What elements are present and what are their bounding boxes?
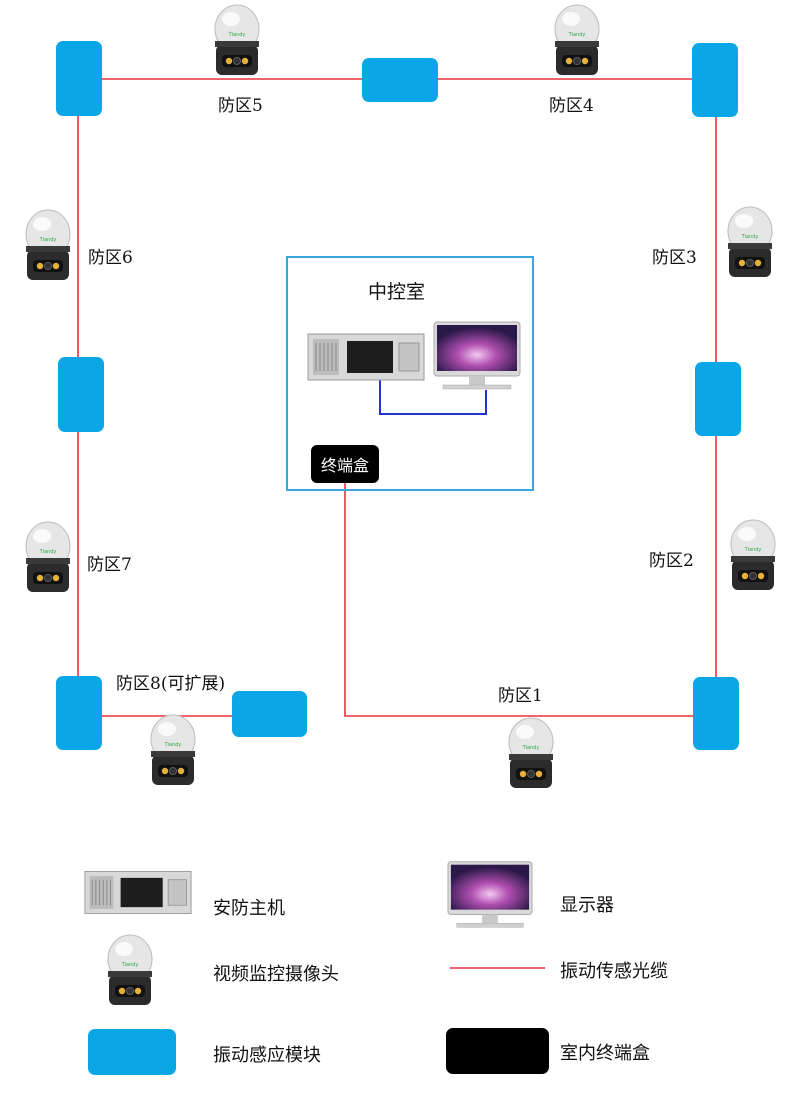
legend-display-label: 显示器	[560, 895, 614, 916]
zone-label-2: 防区2	[649, 551, 694, 571]
module-top-right	[692, 43, 738, 117]
control-room-title: 中控室	[368, 281, 426, 303]
zone-label-7: 防区7	[87, 555, 132, 575]
zone-label-4: 防区4	[549, 96, 594, 116]
camera-icon	[554, 4, 600, 76]
security-host-icon	[307, 333, 425, 381]
zone-label-3: 防区3	[652, 248, 697, 268]
camera-icon	[508, 717, 554, 789]
legend-monitor-icon	[447, 861, 533, 928]
module-bottom-left-ext	[232, 691, 307, 737]
cable-to-terminal	[344, 478, 716, 717]
module-bottom-left	[56, 676, 102, 750]
module-top-left	[56, 41, 102, 116]
legend-module-label: 振动感应模块	[213, 1045, 321, 1066]
legend-module-swatch	[88, 1029, 176, 1075]
legend-indoor-box-label: 室内终端盒	[560, 1043, 650, 1064]
control-room-box	[286, 256, 534, 491]
monitor-icon	[433, 321, 521, 390]
camera-icon	[214, 4, 260, 76]
zone-label-6: 防区6	[88, 248, 133, 268]
camera-icon	[730, 519, 776, 591]
legend-cable-label: 振动传感光缆	[560, 961, 668, 982]
host-to-monitor-link	[379, 360, 487, 415]
zone-label-5: 防区5	[218, 96, 263, 116]
zone-label-1: 防区1	[498, 686, 543, 706]
terminal-box: 终端盒	[311, 445, 379, 483]
legend-host-icon	[84, 870, 192, 915]
camera-icon	[25, 521, 71, 593]
module-bottom-right	[693, 677, 739, 750]
module-left-middle	[58, 357, 104, 432]
legend-host-label: 安防主机	[213, 898, 285, 919]
legend-camera-label: 视频监控摄像头	[213, 964, 339, 985]
legend-camera-icon	[107, 934, 153, 1006]
camera-icon	[25, 209, 71, 281]
camera-icon	[727, 206, 773, 278]
camera-icon	[150, 714, 196, 786]
zone-label-8: 防区8(可扩展)	[116, 674, 226, 694]
module-top-middle	[362, 58, 438, 102]
module-right-middle	[695, 362, 741, 436]
legend-indoor-box-swatch	[446, 1028, 549, 1074]
